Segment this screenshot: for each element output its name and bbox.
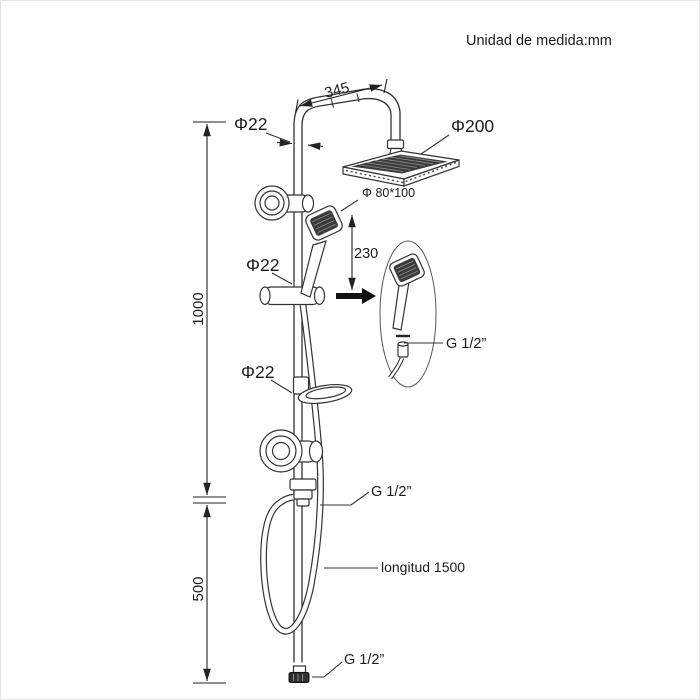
callout-thread-inlet: G 1/2” bbox=[312, 652, 384, 678]
dim-1000-label: 1000 bbox=[190, 292, 207, 325]
g12-outlet-label: G 1/2” bbox=[371, 484, 411, 500]
hose-length-label: longitud 1500 bbox=[381, 559, 465, 575]
dimension-rail-upper: 1000 bbox=[190, 121, 226, 498]
nozzle-row bbox=[345, 161, 457, 184]
dimension-arm-length: 345 bbox=[294, 78, 388, 114]
dim-230-label: 230 bbox=[354, 246, 378, 262]
callout-thread-detail: G 1/2” bbox=[404, 336, 486, 352]
dim-345-label: 345 bbox=[323, 79, 351, 102]
phi22-low-label: Φ22 bbox=[241, 362, 274, 382]
callout-pipe-diameter-middle: Φ22 bbox=[246, 255, 293, 285]
phi80x100-label: Φ 80*100 bbox=[362, 186, 415, 200]
detail-pointer-arrow-icon bbox=[336, 288, 376, 304]
g12-detail-label: G 1/2” bbox=[446, 336, 486, 352]
hose-outlet-fitting bbox=[289, 478, 317, 507]
phi200-label: Φ200 bbox=[451, 116, 494, 136]
lower-wall-bracket bbox=[259, 429, 324, 473]
dimension-inlet-lower: 500 bbox=[190, 502, 226, 684]
phi22-top-label: Φ22 bbox=[234, 114, 267, 134]
spray-face-hatch bbox=[357, 155, 442, 172]
hand-shower-hose bbox=[260, 304, 324, 635]
callout-handshower-face: Φ 80*100 bbox=[340, 186, 415, 212]
rain-shower-head bbox=[342, 150, 460, 187]
arm-collar bbox=[386, 139, 405, 150]
detail-bubble: G 1/2” bbox=[336, 240, 486, 388]
callout-head-diameter: Φ200 bbox=[420, 116, 494, 155]
phi22-mid-label: Φ22 bbox=[246, 255, 279, 275]
upper-wall-bracket bbox=[254, 185, 315, 221]
unit-note: Unidad de medida:mm bbox=[466, 33, 612, 49]
hand-shower-head bbox=[305, 205, 343, 241]
callout-thread-outlet: G 1/2” bbox=[320, 484, 411, 506]
g12-inlet-label: G 1/2” bbox=[344, 652, 384, 668]
inlet-fitting bbox=[288, 665, 310, 683]
dim-500-label: 500 bbox=[190, 576, 207, 601]
detail-head bbox=[389, 253, 425, 287]
soap-dish bbox=[292, 376, 353, 404]
callout-pipe-diameter-lower: Φ22 bbox=[241, 362, 293, 394]
callout-hose-length: longitud 1500 bbox=[324, 559, 465, 575]
dimension-handshower-drop: 230 bbox=[348, 214, 378, 291]
hand-shower bbox=[300, 205, 343, 298]
hand-shower-handle bbox=[300, 240, 327, 298]
callout-pipe-diameter-top: Φ22 bbox=[234, 114, 324, 151]
detail-connector bbox=[397, 341, 409, 358]
arm-joint-mark bbox=[356, 93, 360, 103]
slider-holder bbox=[259, 286, 326, 306]
